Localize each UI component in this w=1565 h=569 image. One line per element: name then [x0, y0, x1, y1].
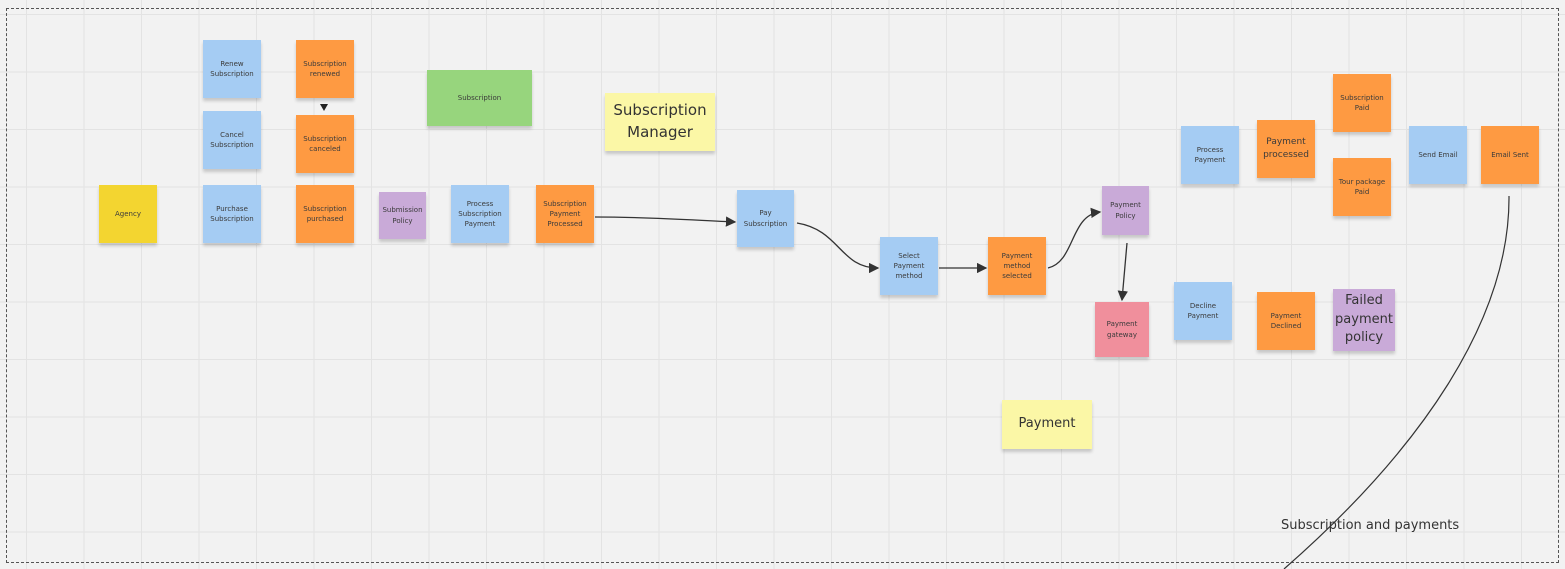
event-subscription-canceled[interactable]: Subscription canceled [296, 115, 354, 173]
event-payment-method-selected[interactable]: Payment method selected [988, 237, 1046, 295]
actor-agency[interactable]: Agency [99, 185, 157, 243]
command-process-subscription-payment[interactable]: Process Subscription Payment [451, 185, 509, 243]
command-renew-subscription[interactable]: Renew Subscription [203, 40, 261, 98]
policy-payment[interactable]: Payment Policy [1102, 186, 1149, 235]
event-tour-package-paid[interactable]: Tour package Paid [1333, 158, 1391, 216]
policy-submission[interactable]: Submission Policy [379, 192, 426, 239]
event-subscription-purchased[interactable]: Subscription purchased [296, 185, 354, 243]
event-email-sent[interactable]: Email Sent [1481, 126, 1539, 184]
command-send-email[interactable]: Send Email [1409, 126, 1467, 184]
policy-failed-payment[interactable]: Failed payment policy [1333, 289, 1395, 351]
command-cancel-subscription[interactable]: Cancel Subscription [203, 111, 261, 169]
command-decline-payment[interactable]: Decline Payment [1174, 282, 1232, 340]
command-process-payment[interactable]: Process Payment [1181, 126, 1239, 184]
label-payment[interactable]: Payment [1002, 400, 1092, 449]
command-select-payment-method[interactable]: Select Payment method [880, 237, 938, 295]
command-pay-subscription[interactable]: Pay Subscription [737, 190, 794, 247]
frame-subscription-and-payments[interactable] [6, 8, 1559, 563]
event-subscription-payment-processed[interactable]: Subscription Payment Processed [536, 185, 594, 243]
event-subscription-renewed[interactable]: Subscription renewed [296, 40, 354, 98]
command-purchase-subscription[interactable]: Purchase Subscription [203, 185, 261, 243]
event-subscription-paid[interactable]: Subscription Paid [1333, 74, 1391, 132]
event-payment-processed[interactable]: Payment processed [1257, 120, 1315, 178]
event-payment-declined[interactable]: Payment Declined [1257, 292, 1315, 350]
label-subscription-manager[interactable]: Subscription Manager [605, 93, 715, 151]
aggregate-subscription[interactable]: Subscription [427, 70, 532, 126]
frame-title[interactable]: Subscription and payments [1281, 518, 1460, 533]
external-payment-gateway[interactable]: Payment gateway [1095, 302, 1149, 357]
